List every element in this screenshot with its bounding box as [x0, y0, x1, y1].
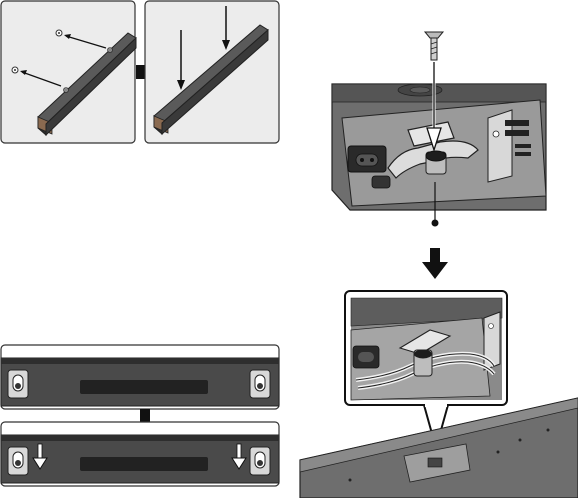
panel-cable-clip-closeup — [344, 290, 508, 452]
arrow-down-icon — [177, 30, 185, 90]
screw-icon — [423, 31, 445, 61]
screw-icon — [55, 29, 63, 37]
panel-screw-insert-closeup — [331, 31, 547, 227]
bracket-icon — [249, 446, 271, 476]
panel-wall-bracket-before — [0, 0, 137, 144]
arrow-down-icon — [32, 443, 48, 470]
arrow-down-icon — [422, 248, 448, 279]
arrow-down-icon — [231, 443, 247, 470]
panel-soundbar-back-before — [0, 344, 280, 410]
bracket-icon — [7, 369, 29, 399]
panel-soundbar-back-after — [0, 421, 280, 487]
panel-wall-bracket-after — [144, 0, 280, 144]
bracket-icon — [7, 446, 29, 476]
panel-soundbar-angled — [299, 397, 578, 498]
screw-icon — [11, 66, 19, 74]
arrow-down-icon — [222, 6, 230, 50]
bracket-icon — [249, 369, 271, 399]
